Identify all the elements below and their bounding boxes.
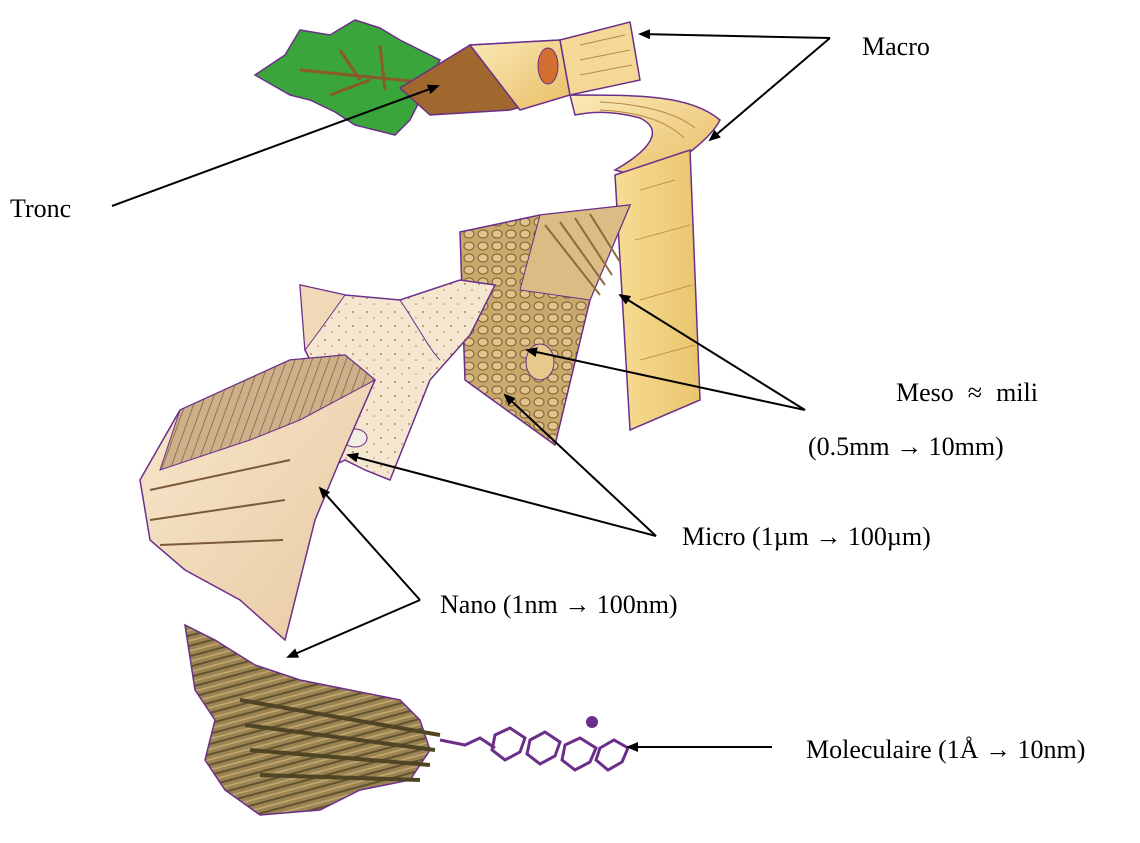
arrow-nano-1 — [320, 488, 420, 600]
annotation-arrows — [112, 34, 830, 747]
label-meso-unit: mili — [996, 378, 1038, 407]
growth-ring-block — [460, 205, 630, 445]
cell-wall-layers — [140, 355, 375, 640]
label-meso-name: Meso — [896, 378, 954, 407]
arrow-macro-2 — [710, 38, 830, 140]
label-macro: Macro — [862, 34, 930, 60]
leaf-crown — [255, 20, 440, 135]
label-moleculaire: Moleculaire (1Å → 10nm) — [806, 737, 1085, 763]
arrow-micro-2 — [348, 455, 656, 536]
cellulose-chain — [440, 716, 628, 770]
label-meso: Meso ≈ mili — [896, 380, 1038, 406]
microfibril-bundle — [185, 625, 440, 815]
label-nano: Nano (1nm → 100nm) — [440, 592, 678, 618]
label-meso-range: (0.5mm → 10mm) — [808, 434, 1004, 460]
meso-board — [615, 150, 700, 430]
arrow-macro-1 — [640, 34, 830, 38]
label-tronc: Tronc — [10, 196, 71, 222]
label-micro: Micro (1µm → 100µm) — [682, 524, 931, 550]
approx-symbol: ≈ — [968, 378, 982, 407]
arrow-nano-2 — [288, 600, 420, 657]
arrow-tronc — [112, 86, 438, 206]
